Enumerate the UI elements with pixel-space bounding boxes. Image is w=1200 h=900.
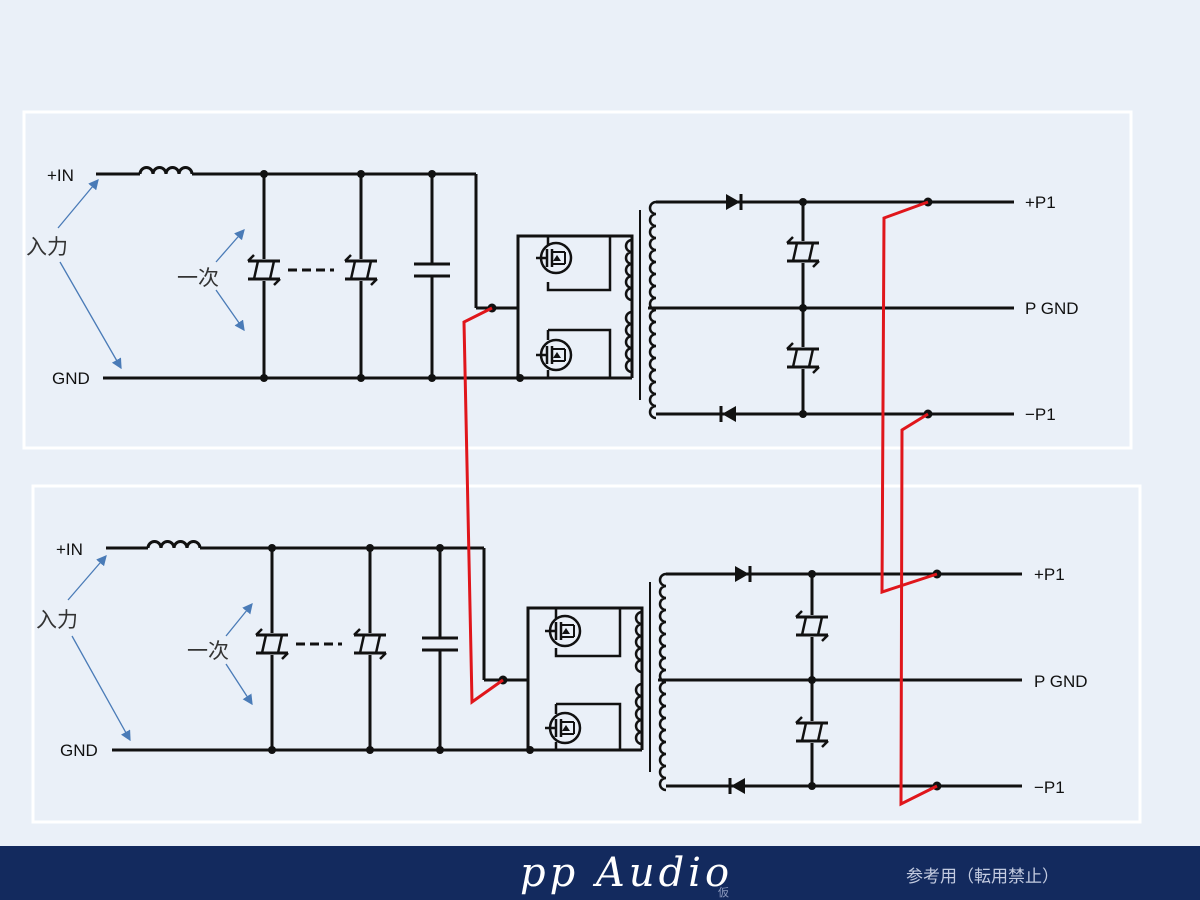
- tvs-diode-primary: [246, 248, 282, 292]
- output-plus-label: +P1: [1034, 565, 1065, 584]
- module-2: +IN GND 入力 一次 +P1 P GND −P1: [36, 540, 1088, 797]
- input-label: 入力: [26, 235, 68, 259]
- output-gnd-label: P GND: [1034, 672, 1088, 691]
- transformer-primary: [624, 238, 633, 374]
- input-label: 入力: [36, 608, 78, 632]
- module-1: +IN GND 入力 一次 +P1 P GND −P1: [26, 166, 1079, 424]
- inductor-2: [146, 540, 202, 549]
- module-frame-top: [22, 110, 1133, 450]
- tvs-diode-secondary: [794, 604, 830, 648]
- capacitor: [418, 622, 462, 666]
- transformer-primary: [634, 610, 643, 746]
- input-plus-label: +IN: [47, 166, 74, 185]
- tvs-diode-primary: [352, 622, 388, 666]
- reference-note: 参考用（転用禁止）: [906, 867, 1059, 887]
- tvs-diode-primary: [254, 622, 290, 666]
- input-gnd-label: GND: [52, 369, 90, 388]
- rectifier-diode: [728, 778, 745, 794]
- input-gnd-label: GND: [60, 741, 98, 760]
- red-link-minus: [899, 412, 938, 807]
- mosfet-icon: [534, 338, 573, 372]
- capacitor: [410, 248, 454, 292]
- tvs-diode-secondary: [794, 710, 830, 754]
- inductor-1: [138, 166, 194, 175]
- footer-bar: [0, 846, 1200, 900]
- brand-sub: 仮: [718, 886, 729, 899]
- output-plus-label: +P1: [1025, 193, 1056, 212]
- input-plus-label: +IN: [56, 540, 83, 559]
- primary-label: 一次: [187, 639, 229, 663]
- rectifier-diode: [735, 566, 752, 582]
- output-gnd-label: P GND: [1025, 299, 1079, 318]
- transformer-secondary: [658, 572, 667, 792]
- mosfet-icon: [543, 614, 582, 648]
- module-frame-bottom: [31, 484, 1142, 824]
- red-link-gnd: [462, 306, 504, 705]
- mosfet-icon: [543, 711, 582, 745]
- transformer-secondary: [648, 200, 657, 420]
- rectifier-diode: [726, 194, 743, 210]
- brand-logo: pp Audio: [520, 850, 734, 896]
- output-minus-label: −P1: [1034, 778, 1065, 797]
- tvs-diode-secondary: [785, 230, 821, 274]
- primary-label: 一次: [177, 266, 219, 290]
- tvs-diode-secondary: [785, 336, 821, 380]
- red-link-plus: [880, 200, 938, 595]
- tvs-diode-primary: [343, 248, 379, 292]
- mosfet-icon: [534, 241, 573, 275]
- output-minus-label: −P1: [1025, 405, 1056, 424]
- rectifier-diode: [719, 406, 736, 422]
